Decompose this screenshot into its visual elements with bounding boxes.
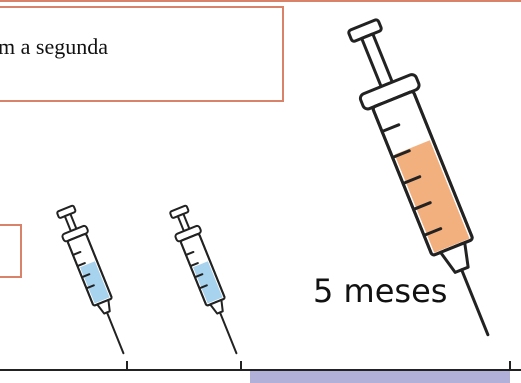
timeline-bar <box>0 369 521 371</box>
callout-box-left <box>0 224 22 278</box>
interval-band <box>250 371 510 383</box>
timeline-tick-1 <box>126 361 128 371</box>
callout-box-top: m a segunda <box>0 6 284 102</box>
interval-label: 5 meses <box>313 272 448 310</box>
timeline-tick-3 <box>509 361 511 371</box>
timeline-tick-2 <box>240 361 242 371</box>
callout-text: m a segunda <box>0 34 108 59</box>
top-border-line <box>0 0 521 2</box>
